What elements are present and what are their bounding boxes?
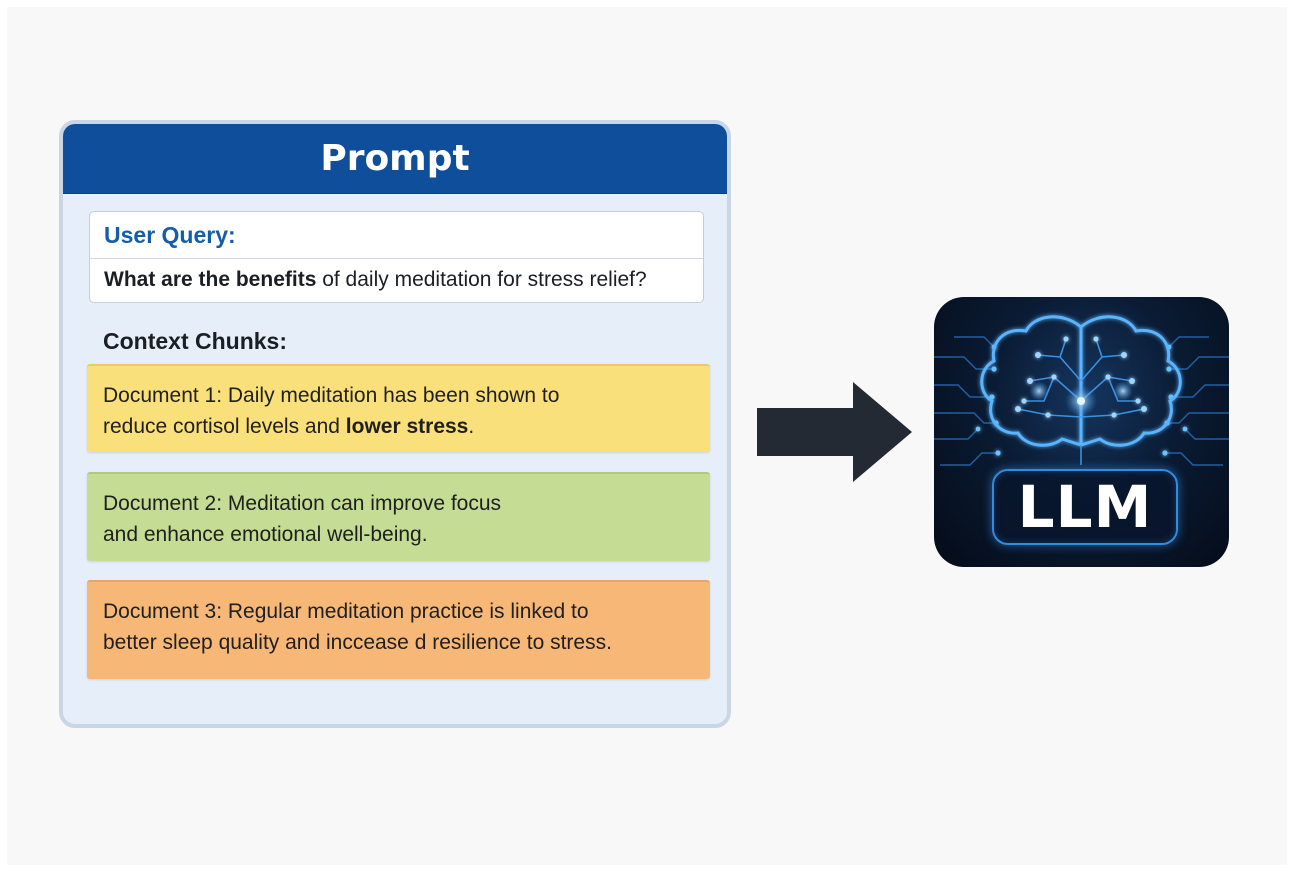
user-query-label: User Query: (104, 222, 236, 248)
document-chunk-1: Document 1: Daily meditation has been sh… (87, 364, 710, 452)
document-3-line-1: Document 3: Regular meditation practice … (103, 600, 589, 623)
document-1-line-2-bold: lower stress (345, 415, 469, 438)
context-chunks-label: Context Chunks: (103, 328, 287, 354)
user-query-text: What are the benefits of daily meditatio… (104, 268, 647, 292)
right-arrow-icon (757, 382, 912, 482)
document-1-line-1: Document 1: Daily meditation has been sh… (103, 384, 560, 407)
document-2-line-1: Document 2: Meditation can improve focus (103, 492, 502, 515)
document-1-line-2: reduce cortisol levels and lower stress. (103, 411, 694, 442)
query-divider (90, 258, 703, 259)
prompt-panel: Prompt User Query: What are the benefits… (59, 120, 731, 728)
document-1-line-2-plain: reduce cortisol levels and (103, 415, 346, 438)
query-rest-text: of daily meditation for stress relief? (316, 268, 647, 291)
query-bold-text: What are the benefits (104, 268, 317, 291)
document-chunk-2: Document 2: Meditation can improve focus… (87, 472, 710, 561)
document-2-line-2: and enhance emotional well-being. (103, 523, 428, 546)
user-query-box: User Query: What are the benefits of dai… (89, 211, 704, 303)
prompt-title: Prompt (63, 124, 727, 194)
llm-label: LLM (992, 469, 1178, 545)
document-1-line-2-end: . (468, 415, 475, 438)
brain-circuit-icon (934, 315, 1229, 466)
document-chunk-3: Document 3: Regular meditation practice … (87, 580, 710, 679)
llm-tile: LLM (934, 297, 1229, 567)
canvas: Prompt User Query: What are the benefits… (7, 7, 1287, 865)
document-3-line-2: better sleep quality and inccease d resi… (103, 631, 612, 654)
